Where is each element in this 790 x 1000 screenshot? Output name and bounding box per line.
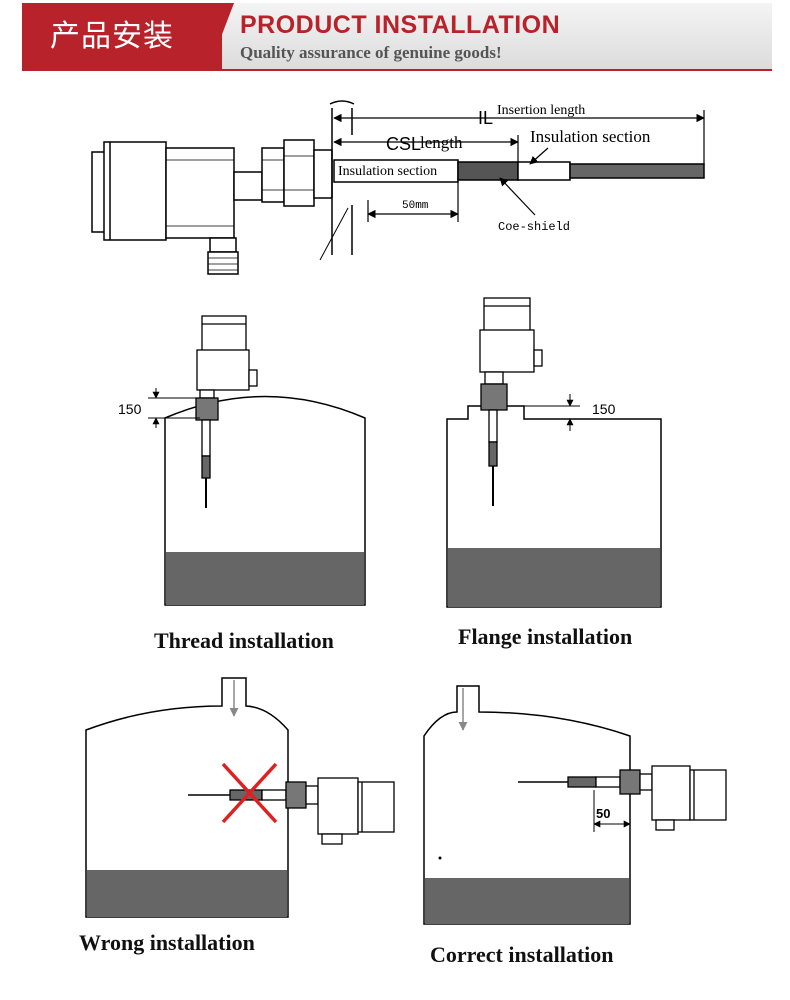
top-labels: IL Insertion length CSL length Insulatio… bbox=[338, 103, 651, 234]
dim-50mm-label: 50mm bbox=[402, 200, 429, 212]
thread-dim-label: 150 bbox=[118, 401, 142, 417]
banner-title: PRODUCT INSTALLATION bbox=[240, 11, 561, 39]
banner-slant bbox=[208, 3, 234, 71]
flange-sensor bbox=[479, 297, 543, 506]
banner-red-block bbox=[22, 3, 222, 71]
top-sensor-drawing bbox=[91, 100, 705, 275]
banner-cn-title: 产品安装 bbox=[50, 19, 174, 54]
il-label: IL bbox=[478, 108, 493, 128]
banner-subtitle: Quality assurance of genuine goods! bbox=[240, 43, 502, 62]
flange-dim-label: 150 bbox=[592, 401, 616, 417]
thread-caption: Thread installation bbox=[154, 628, 334, 653]
red-x-mark bbox=[221, 762, 278, 824]
csl-label: CSL bbox=[386, 134, 421, 154]
correct-dim-label: 50 bbox=[596, 806, 610, 821]
banner-gray-block bbox=[222, 3, 772, 71]
wrong-sensor bbox=[188, 777, 395, 845]
wrong-caption: Wrong installation bbox=[79, 930, 255, 955]
flange-caption: Flange installation bbox=[458, 624, 633, 649]
header-banner: 产品安装 PRODUCT INSTALLATION Quality assura… bbox=[22, 3, 772, 71]
flange-panel: 150 bbox=[446, 297, 662, 608]
thread-panel: 150 bbox=[118, 315, 366, 606]
correct-caption: Correct installation bbox=[430, 942, 614, 967]
insulation-section-upper-label: Insulation section bbox=[530, 127, 651, 146]
correct-sensor bbox=[518, 765, 727, 831]
insulation-section-inner-label: Insulation section bbox=[338, 164, 437, 179]
insertion-length-label: Insertion length bbox=[497, 103, 585, 118]
top-dimension-lines bbox=[333, 110, 705, 222]
coe-shield-label: Coe-shield bbox=[498, 220, 570, 234]
length-label: length bbox=[420, 133, 463, 152]
correct-panel: 50 bbox=[423, 685, 727, 925]
thread-sensor bbox=[195, 315, 258, 508]
wrong-panel bbox=[85, 677, 395, 918]
